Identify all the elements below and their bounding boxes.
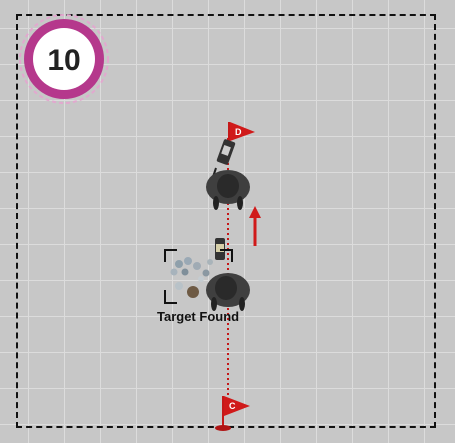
operator-upper-icon xyxy=(206,139,250,210)
step-number: 10 xyxy=(19,44,109,78)
flag-d-letter: D xyxy=(235,127,242,137)
step-badge: 10 xyxy=(19,14,115,110)
direction-arrow-icon xyxy=(249,206,261,246)
flag-c-letter: C xyxy=(229,401,236,411)
target-found-label: Target Found xyxy=(157,309,239,324)
flag-c-icon: C xyxy=(215,396,250,431)
